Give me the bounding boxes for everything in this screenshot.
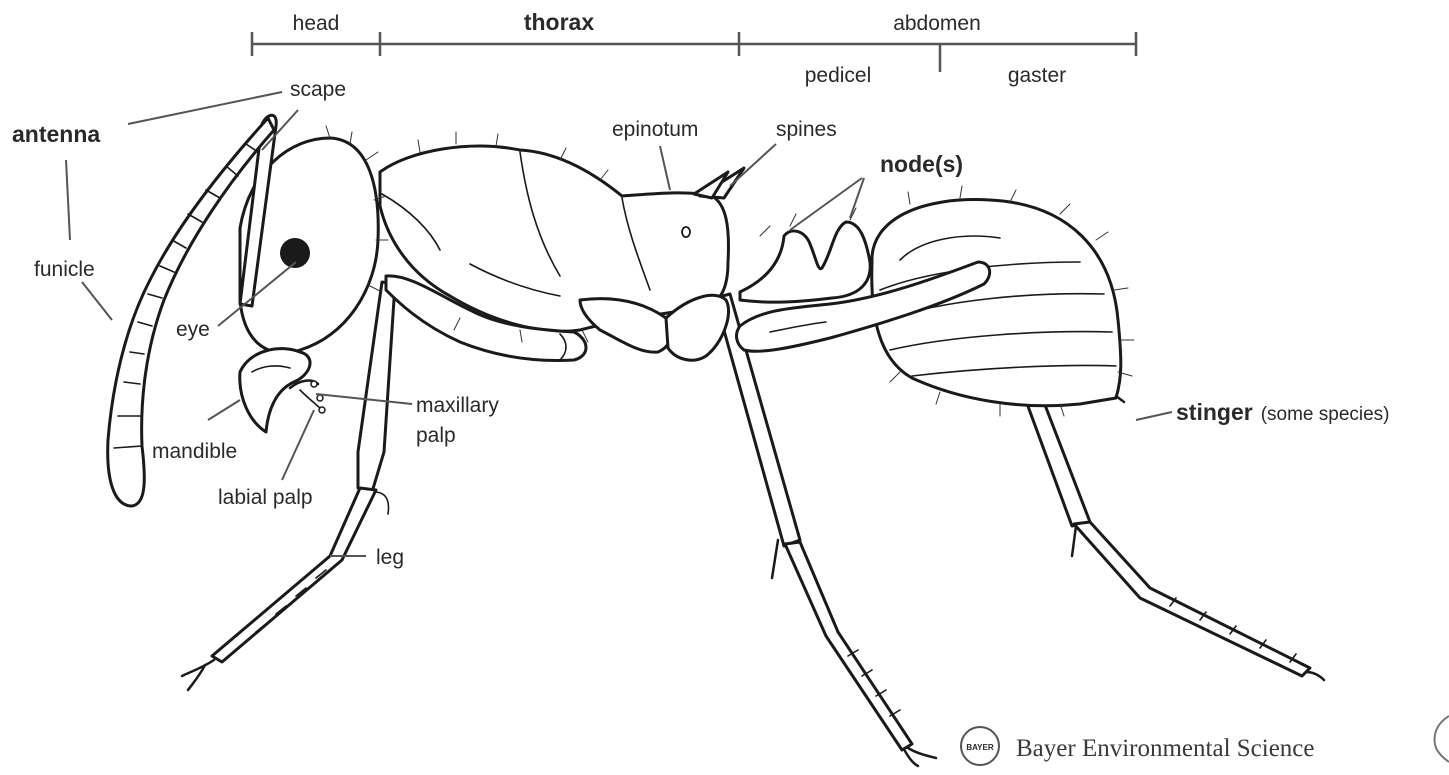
spines-label: spines — [776, 118, 837, 141]
nodes-label: node(s) — [880, 151, 963, 177]
head-label: head — [293, 12, 340, 35]
stinger-note: (some species) — [1261, 404, 1390, 425]
scape-label: scape — [290, 78, 346, 101]
bayer-logo: BAYER — [961, 727, 999, 765]
petiole-nodes — [740, 222, 870, 302]
eye-label: eye — [176, 318, 210, 341]
leg-label: leg — [376, 546, 404, 569]
stinger-label: stinger (some species) — [1176, 399, 1390, 425]
bayer-logo-text: BAYER — [966, 743, 993, 752]
labial-palp-label: labial palp — [218, 486, 313, 509]
epinotum-label: epinotum — [612, 118, 698, 141]
thorax-label: thorax — [524, 9, 595, 35]
segment-brackets — [252, 32, 1136, 72]
antenna-label: antenna — [12, 121, 100, 147]
maxillary-palp-label-line1: maxillary — [416, 394, 499, 417]
funicle-label: funicle — [34, 258, 95, 281]
abdomen-label: abdomen — [893, 12, 981, 35]
maxillary-palp-label-line2: palp — [416, 424, 456, 447]
stinger-word: stinger — [1176, 399, 1253, 425]
mandible-label: mandible — [152, 440, 237, 463]
gaster-label: gaster — [1008, 64, 1066, 87]
credit-text: Bayer Environmental Science — [1016, 735, 1315, 762]
corner-mark — [1435, 716, 1449, 762]
pedicel-label: pedicel — [805, 64, 872, 87]
